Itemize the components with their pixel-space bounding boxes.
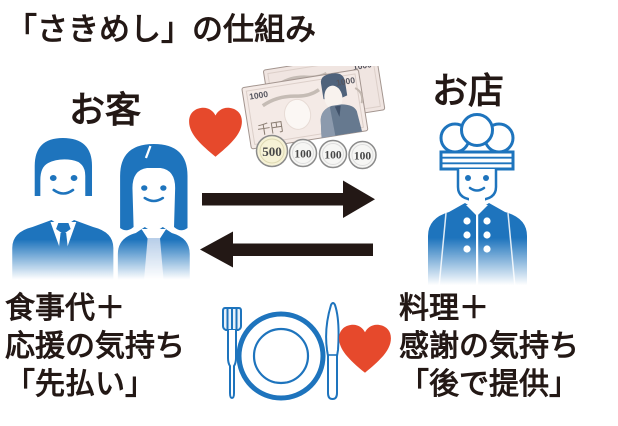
heart-icon [339, 324, 391, 373]
text-line: 「先払い」 [5, 368, 155, 401]
bill-value-text: 1000 [335, 75, 356, 88]
shop-label: お店 [432, 70, 505, 111]
bill-value-text: 1000 [248, 89, 269, 102]
exchange-arrows [200, 180, 375, 268]
svg-text:100: 100 [354, 151, 372, 163]
fork-plate-knife-icon [222, 302, 340, 401]
text-line: 料理＋ [399, 292, 489, 325]
bill-kanji-text: 千円 [256, 119, 284, 138]
text-line: 「後で提供」 [399, 368, 579, 401]
coin-100: 100 [348, 140, 377, 170]
plate-icon [236, 311, 326, 401]
text-line: 食事代＋ [5, 292, 125, 325]
page-title: 「さきめし」の仕組み [6, 12, 316, 47]
coin-500: 500 [255, 134, 289, 168]
customer-label: お客 [69, 89, 142, 130]
knife-icon [325, 302, 340, 401]
arrow-left-icon [200, 231, 373, 268]
shop-gives-text: 料理＋ 感謝の気持ち 「後で提供」 [399, 290, 579, 404]
coin-100: 100 [288, 138, 318, 168]
man-figure [12, 138, 114, 284]
bill-value-text: 1000 [352, 66, 373, 72]
text-line: 感謝の気持ち [399, 330, 579, 363]
text-line: 応援の気持ち [5, 330, 185, 363]
chef-face [456, 169, 498, 202]
svg-text:100: 100 [294, 149, 312, 161]
customer-gives-text: 食事代＋ 応援の気持ち 「先払い」 [5, 290, 185, 404]
svg-text:500: 500 [262, 144, 282, 159]
couple-icon [12, 138, 190, 284]
chef-jacket [428, 197, 527, 287]
coin-100: 100 [318, 139, 348, 169]
banknotes: 1000 1000 1000 千円 [241, 66, 386, 150]
arrow-right-icon [202, 180, 375, 218]
banknotes-coins-icon: 1000 1000 1000 千円 500 [241, 66, 386, 170]
svg-text:100: 100 [324, 150, 342, 162]
heart-icon [189, 107, 242, 157]
coins: 500 100 100 100 [255, 134, 377, 170]
chef-icon [428, 113, 527, 287]
bill-portrait [320, 73, 364, 138]
fork-icon [222, 307, 242, 400]
chef-hat [439, 113, 515, 171]
woman-figure [117, 144, 190, 284]
